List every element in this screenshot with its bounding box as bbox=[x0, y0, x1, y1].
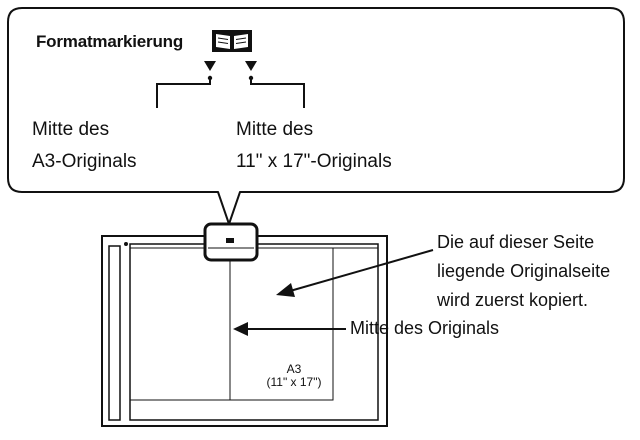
bracket-right bbox=[250, 78, 305, 108]
bracket-left bbox=[156, 78, 211, 108]
corner-mark bbox=[124, 242, 128, 246]
glass-size-label-line1: A3 bbox=[286, 362, 302, 376]
first-page-arrow bbox=[289, 249, 434, 292]
format-marker bbox=[226, 238, 234, 243]
first-page-note-line1: Die auf dieser Seite bbox=[437, 232, 595, 252]
ledger-center-label-line1: Mitte des bbox=[236, 119, 314, 140]
original-center-label: Mitte des Originals bbox=[350, 318, 500, 338]
ledger-center-label-line2: 11" x 17"-Originals bbox=[236, 151, 392, 172]
document-area bbox=[129, 243, 379, 421]
format-marker-title: Formatmarkierung bbox=[36, 32, 184, 51]
glass-size-label-line2: (11" x 17") bbox=[266, 375, 322, 389]
first-page-note-line3: wird zuerst kopiert. bbox=[437, 290, 589, 310]
a3-center-label-line1: Mitte des bbox=[32, 119, 110, 140]
scan-strip bbox=[108, 245, 121, 421]
callout-bubble bbox=[7, 7, 625, 225]
first-page-note-line2: liegende Originalseite bbox=[437, 261, 611, 281]
marker-arrow-left bbox=[204, 61, 216, 71]
open-book-icon bbox=[212, 30, 252, 52]
a3-center-label-line2: A3-Originals bbox=[32, 151, 137, 172]
marker-arrow-right bbox=[245, 61, 257, 71]
